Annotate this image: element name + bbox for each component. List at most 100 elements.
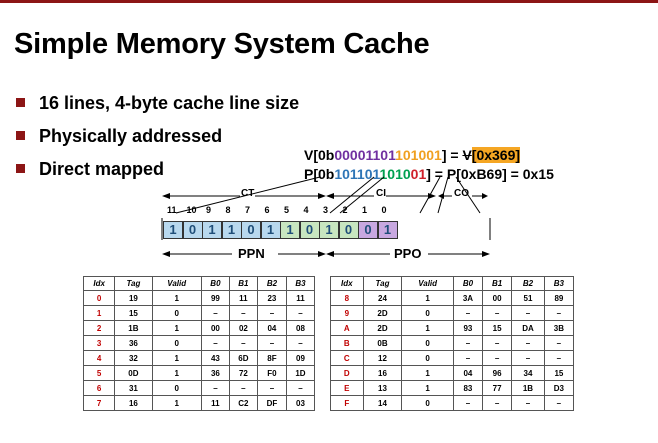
table-cell: 36 xyxy=(200,365,230,381)
column-header: B2 xyxy=(256,276,287,291)
table-cell: 77 xyxy=(482,380,513,396)
vaddr-hex-value: [0x369] xyxy=(471,147,521,163)
table-cell: 13 xyxy=(362,380,403,396)
table-cell: – xyxy=(482,395,513,411)
table-cell: 0B xyxy=(362,335,403,351)
table-cell: 15 xyxy=(543,365,575,381)
table-cell: 04 xyxy=(452,365,484,381)
table-cell: 00 xyxy=(200,320,230,336)
table-cell: 0 xyxy=(401,395,454,411)
table-cell: – xyxy=(200,380,230,396)
table-cell: 2 xyxy=(82,320,116,336)
table-cell: 6 xyxy=(82,380,116,396)
paddr-index-bits: 1010 xyxy=(379,166,411,182)
table-cell: 36 xyxy=(114,335,153,351)
vaddr-vpn-bits: 00001101 xyxy=(334,147,396,163)
table-cell: – xyxy=(511,335,545,351)
table-cell: – xyxy=(482,305,513,321)
bullet-text: Direct mapped xyxy=(39,159,165,179)
table-cell: – xyxy=(482,335,513,351)
table-cell: 23 xyxy=(256,290,287,306)
address-bit-cell: 1 xyxy=(163,221,183,239)
ct-field-label: CT xyxy=(241,188,255,199)
bit-position-number: 7 xyxy=(245,205,251,215)
table-cell: 14 xyxy=(362,395,403,411)
table-cell: 11 xyxy=(228,290,258,306)
table-cell: 19 xyxy=(114,290,153,306)
table-cell: 1 xyxy=(151,395,202,411)
table-cell: 32 xyxy=(114,350,153,366)
table-cell: 11 xyxy=(285,290,316,306)
address-bit-cell: 0 xyxy=(299,221,320,239)
table-cell: – xyxy=(511,395,545,411)
address-bit-cell: 0 xyxy=(241,221,261,239)
table-cell: 1 xyxy=(151,320,202,336)
address-bit-cell: 0 xyxy=(358,221,378,239)
column-header: B3 xyxy=(543,276,575,291)
table-cell: 4 xyxy=(82,350,116,366)
table-cell: 1 xyxy=(401,290,454,306)
paddr-equals: ] = xyxy=(426,166,447,182)
column-header: B0 xyxy=(452,276,484,291)
table-cell: – xyxy=(543,335,575,351)
table-cell: 08 xyxy=(285,320,316,336)
paddr-hex-value: P[0xB69] = 0x15 xyxy=(446,166,554,182)
ci-field-label: CI xyxy=(376,188,386,199)
table-cell: – xyxy=(452,335,484,351)
table-cell: – xyxy=(511,305,545,321)
table-cell: F xyxy=(330,395,364,411)
table-cell: 24 xyxy=(362,290,403,306)
table-cell: 16 xyxy=(362,365,403,381)
bit-position-number: 8 xyxy=(225,205,231,215)
table-cell: A xyxy=(330,320,364,336)
table-cell: DA xyxy=(511,320,545,336)
table-cell: 0 xyxy=(401,350,454,366)
table-cell: – xyxy=(482,350,513,366)
vaddr-vpo-bits: 101001 xyxy=(395,147,442,163)
address-bit-cell: 1 xyxy=(377,221,398,239)
table-cell: 43 xyxy=(200,350,230,366)
address-bit-cell: 1 xyxy=(202,221,222,239)
bit-position-number: 0 xyxy=(381,205,387,215)
bullet-item: Direct mapped xyxy=(16,159,164,180)
bullet-item: 16 lines, 4-byte cache line size xyxy=(16,93,299,114)
bit-position-number: 10 xyxy=(186,205,197,215)
table-cell: – xyxy=(452,350,484,366)
table-cell: 1B xyxy=(114,320,153,336)
table-cell: – xyxy=(543,305,575,321)
table-cell: 03 xyxy=(285,395,316,411)
table-cell: D3 xyxy=(543,380,575,396)
table-cell: 3 xyxy=(82,335,116,351)
table-cell: 3B xyxy=(543,320,575,336)
bit-position-number: 3 xyxy=(323,205,329,215)
table-cell: – xyxy=(256,380,287,396)
table-cell: 0 xyxy=(401,305,454,321)
table-cell: 0 xyxy=(82,290,116,306)
ppo-label: PPO xyxy=(394,246,422,261)
bullet-text: 16 lines, 4-byte cache line size xyxy=(39,93,300,113)
table-cell: 1 xyxy=(401,380,454,396)
table-cell: 11 xyxy=(200,395,230,411)
table-cell: 0 xyxy=(401,335,454,351)
vaddr-prefix: V[0b xyxy=(304,147,335,163)
table-cell: 3A xyxy=(452,290,484,306)
table-cell: 51 xyxy=(511,290,545,306)
table-cell: 1D xyxy=(285,365,316,381)
column-header: B2 xyxy=(511,276,545,291)
table-cell: – xyxy=(228,335,258,351)
vaddr-v-label: V xyxy=(462,147,472,163)
table-cell: 2D xyxy=(362,305,403,321)
address-bit-cell: 1 xyxy=(319,221,339,239)
